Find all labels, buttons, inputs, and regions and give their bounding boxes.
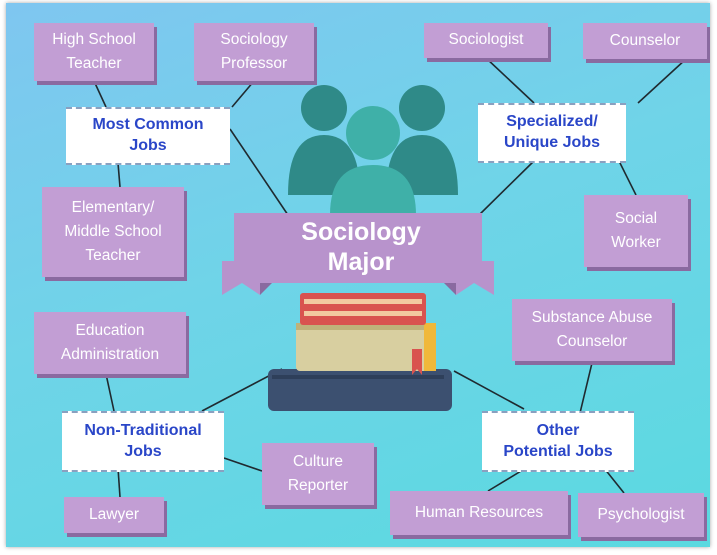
job-lawyer: Lawyer [64, 497, 164, 533]
job-social-worker: Social Worker [584, 195, 688, 267]
center-title: Sociology Major [301, 218, 421, 276]
category-most-common-jobs: Most Common Jobs [66, 107, 230, 165]
job-high-school-teacher: High School Teacher [34, 23, 154, 81]
job-substance-abuse-counselor: Substance Abuse Counselor [512, 299, 672, 361]
mind-map-canvas: Sociology Major High School Teacher Soci… [6, 3, 710, 547]
job-sociology-professor: Sociology Professor [194, 23, 314, 81]
job-education-administration: Education Administration [34, 312, 186, 374]
ribbon-banner [222, 213, 494, 295]
job-elementary-middle-school-teacher: Elementary/ Middle School Teacher [42, 187, 184, 277]
job-counselor: Counselor [583, 23, 707, 59]
category-other-potential-jobs: Other Potential Jobs [482, 411, 634, 472]
category-specialized-unique-jobs: Specialized/ Unique Jobs [478, 103, 626, 163]
book-stack-icon [268, 293, 452, 411]
connector-lines [93, 57, 687, 498]
job-human-resources: Human Resources [390, 491, 568, 535]
job-culture-reporter: Culture Reporter [262, 443, 374, 505]
category-non-traditional-jobs: Non-Traditional Jobs [62, 411, 224, 472]
people-group-icon [288, 85, 458, 215]
job-sociologist: Sociologist [424, 23, 548, 58]
job-psychologist: Psychologist [578, 493, 704, 537]
